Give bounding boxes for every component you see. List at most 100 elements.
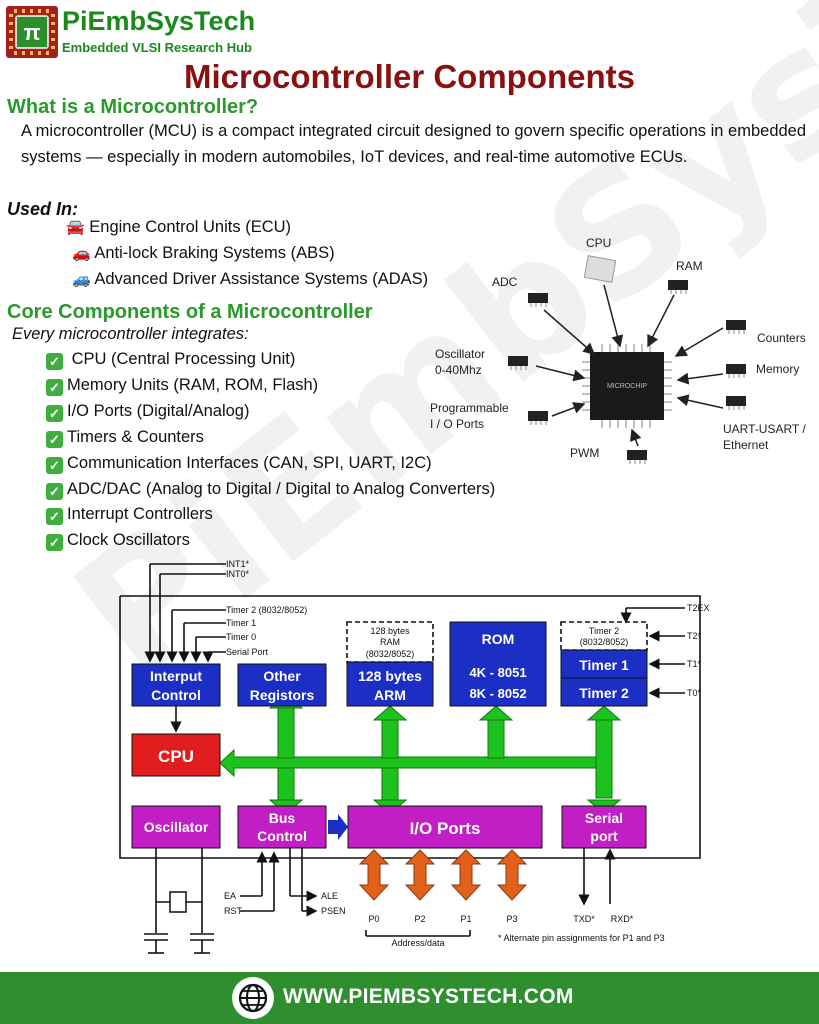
osc-ic-icon <box>507 355 529 371</box>
svg-text:Address/data: Address/data <box>391 938 444 948</box>
used-in-heading: Used In: <box>7 199 79 219</box>
svg-text:Control: Control <box>151 687 201 703</box>
ram-ic-icon <box>667 279 689 295</box>
car-icon: 🚘 <box>66 219 85 236</box>
svg-text:RAM: RAM <box>380 637 400 647</box>
svg-text:Timer 1: Timer 1 <box>579 657 629 673</box>
svg-text:Interput: Interput <box>150 668 202 684</box>
svg-text:Timer 0: Timer 0 <box>226 632 256 642</box>
used-in-item: 🚙 Advanced Driver Assistance Systems (AD… <box>72 270 429 288</box>
svg-text:Timer 2: Timer 2 <box>579 685 629 701</box>
rom-block: ROM 4K - 8051 8K - 8052 <box>449 621 547 707</box>
block-diagram: Interput Control Other Registors 128 byt… <box>119 559 710 954</box>
globe-icon <box>232 977 274 1019</box>
checkmark-icon: ✓ <box>46 404 63 422</box>
checkmark-icon: ✓ <box>46 353 63 370</box>
svg-text:RAM: RAM <box>676 259 703 273</box>
page-title: Microcontroller Components <box>183 58 636 95</box>
car-icon: 🚗 <box>72 245 91 262</box>
svg-text:Serial: Serial <box>585 810 623 826</box>
svg-text:Timer 2: Timer 2 <box>589 626 619 636</box>
io-ports-block: I/O Ports <box>347 805 543 849</box>
svg-text:CPU: CPU <box>586 236 611 250</box>
svg-text:128 bytes: 128 bytes <box>370 626 410 636</box>
checkmark-icon: ✓ <box>46 378 63 396</box>
svg-text:128 bytes: 128 bytes <box>358 668 422 684</box>
svg-text:EA: EA <box>224 891 236 901</box>
bus-arrow <box>328 814 348 840</box>
svg-text:ADC: ADC <box>492 275 518 289</box>
svg-text:Ethernet: Ethernet <box>723 438 769 452</box>
chip-logo-icon: π <box>6 6 58 58</box>
svg-text:P1: P1 <box>460 914 471 924</box>
svg-text:RST: RST <box>224 906 243 916</box>
svg-text:Counters: Counters <box>757 331 806 345</box>
svg-text:RXD*: RXD* <box>611 914 634 924</box>
cpu-block: CPU <box>131 733 221 777</box>
svg-text:(8032/8052): (8032/8052) <box>366 649 415 659</box>
io-ic-icon <box>527 410 549 426</box>
brand-name: PiEmbSysTech <box>62 6 256 36</box>
core-list-item: ✓I/O Ports (Digital/Analog) <box>46 402 249 422</box>
core-list-item: ✓Interrupt Controllers <box>46 505 213 526</box>
website-link[interactable]: WWW.PIEMBSYSTECH.COM <box>283 985 574 1008</box>
svg-text:I/O Ports: I/O Ports <box>410 819 481 838</box>
mcu-chip: MICROCHIP <box>582 344 672 428</box>
svg-text:0-40Mhz: 0-40Mhz <box>435 363 482 377</box>
other-registers-block: Other Registors <box>237 663 327 707</box>
peripheral-diagram: MICROCHIP CPU RAM ADC Counters Memory Os… <box>430 236 806 465</box>
core-subheading: Every microcontroller integrates: <box>12 325 249 343</box>
svg-text:MICROCHIP: MICROCHIP <box>607 383 647 390</box>
svg-text:Bus: Bus <box>269 810 296 826</box>
adc-ic-icon <box>527 292 549 308</box>
svg-text:Other: Other <box>263 668 301 684</box>
used-in-item: 🚗 Anti-lock Braking Systems (ABS) <box>72 244 335 262</box>
svg-text:P2: P2 <box>414 914 425 924</box>
counter-ic-icon <box>725 319 747 335</box>
svg-text:4K - 8051: 4K - 8051 <box>469 665 526 680</box>
svg-text:Control: Control <box>257 828 307 844</box>
svg-text:ROM: ROM <box>482 631 515 647</box>
checkmark-icon: ✓ <box>46 456 63 474</box>
checkmark-icon: ✓ <box>46 508 63 526</box>
crystal-icon <box>169 891 187 913</box>
svg-text:T2EX*: T2EX* <box>687 603 710 613</box>
core-list-item: ✓ADC/DAC (Analog to Digital / Digital to… <box>46 480 495 500</box>
svg-text:I / O Ports: I / O Ports <box>430 417 484 431</box>
memory-ic-icon <box>725 363 747 379</box>
internal-bus <box>219 693 622 815</box>
svg-text:PSEN: PSEN <box>321 906 346 916</box>
bus-control-block: Bus Control <box>237 805 327 849</box>
svg-text:Registors: Registors <box>250 687 315 703</box>
svg-text:Oscillator: Oscillator <box>144 819 209 835</box>
svg-text:Programmable: Programmable <box>430 401 509 415</box>
svg-text:PWM: PWM <box>570 446 599 460</box>
svg-text:TXD*: TXD* <box>573 914 595 924</box>
svg-text:P0: P0 <box>368 914 379 924</box>
svg-text:* Alternate pin assignments fo: * Alternate pin assignments for P1 and P… <box>498 933 665 943</box>
svg-text:Memory: Memory <box>756 362 799 376</box>
footer-bar <box>0 972 819 1024</box>
checkmark-icon: ✓ <box>46 482 63 500</box>
core-list-item: ✓Communication Interfaces (CAN, SPI, UAR… <box>46 454 432 474</box>
port-arrows <box>358 849 528 901</box>
timer-blocks: Timer 1 Timer 2 <box>560 649 648 707</box>
core-heading: Core Components of a Microcontroller <box>7 301 373 323</box>
uart-ic-icon <box>725 395 747 411</box>
svg-text:Timer 1: Timer 1 <box>226 618 256 628</box>
svg-text:T0*: T0* <box>687 688 702 698</box>
svg-text:π: π <box>24 20 41 45</box>
intro-paragraph: A microcontroller (MCU) is a compact int… <box>21 122 807 166</box>
core-list-item: ✓Memory Units (RAM, ROM, Flash) <box>46 376 318 396</box>
interrupt-control-block: Interput Control <box>131 663 221 707</box>
svg-text:Oscillator: Oscillator <box>435 347 485 361</box>
used-in-item: 🚘 Engine Control Units (ECU) <box>66 218 292 236</box>
svg-text:Serial Port: Serial Port <box>226 647 269 657</box>
pwm-ic-icon <box>626 449 648 465</box>
svg-text:CPU: CPU <box>158 747 194 766</box>
svg-text:INT1*: INT1* <box>226 559 250 569</box>
svg-text:(8032/8052): (8032/8052) <box>580 637 629 647</box>
svg-text:T2*: T2* <box>687 631 702 641</box>
svg-text:Timer 2 (8032/8052): Timer 2 (8032/8052) <box>226 605 307 615</box>
core-list-item: ✓Timers & Counters <box>46 428 204 448</box>
